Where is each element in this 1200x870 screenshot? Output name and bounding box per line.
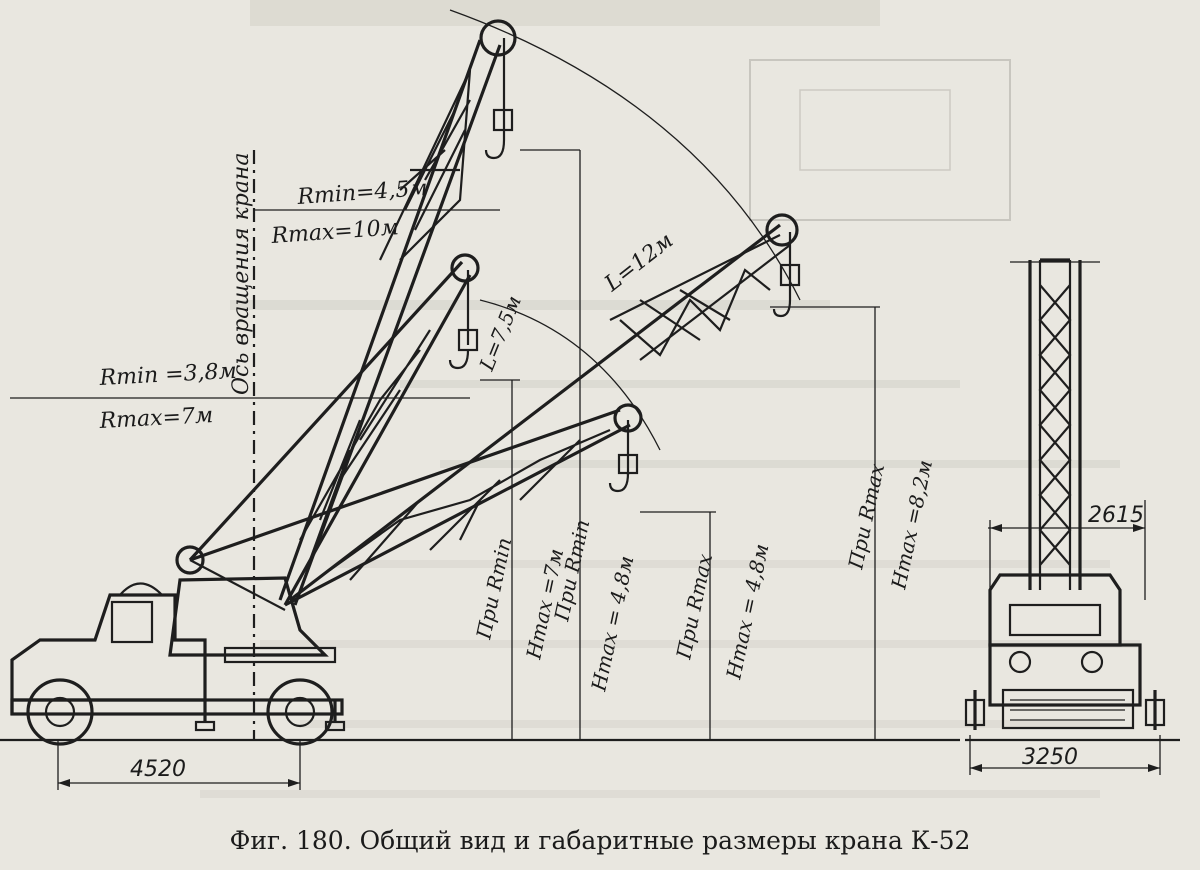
boom-mid-chord-a [188,260,464,562]
hmax-48a-label: Hmax = 4,8м [586,554,638,694]
dim-2615-label: 2615 [1088,503,1144,528]
rear-wheel [266,678,334,746]
rmax-top-label: Rmax=10м [270,215,400,249]
pri-rmax-2-label: При Rmax [843,462,889,572]
boom-low-lattice [329,428,611,581]
height-dimensions [480,149,880,740]
rear-wheel-hub [284,696,316,728]
truck-frame [10,698,344,716]
dim-3250-arrow-l [970,764,982,772]
cab-window [110,600,154,644]
front-wheel-hub [44,696,76,728]
dim-3250-group [969,735,1161,775]
boom-top-chord-a [278,39,482,601]
front-windshield [1008,603,1102,637]
front-headlight-r [1080,650,1104,674]
front-outrigger-jack-l [964,698,986,727]
pri-rmin-1-label: При Rmin [471,535,516,642]
axis-label: Ось вращения крана [229,152,254,395]
boom-far-chord-a [289,223,781,602]
boom-top-hook [484,139,506,160]
figure-caption: Фиг. 180. Общий вид и габаритные размеры… [229,826,971,855]
crane-turntable [168,576,329,657]
boom-far-hook [772,299,792,318]
front-bumper-grille [1001,688,1135,730]
boom-far-lattice [619,268,771,357]
front-grille-lines [1010,699,1125,721]
arc-long-boom [449,9,801,301]
boom-far-head [765,213,799,247]
front-mast-lattice [1038,284,1072,566]
dim-3250-label: 3250 [1022,745,1078,770]
crane-drawing: Ось вращения крана Rmin=4,5м Rmax=10м Rm… [0,0,1180,798]
dim-2615-group [988,500,1146,600]
boom-mid-lattice [299,329,431,561]
boom-top-head [479,19,517,57]
boom-mid-hook [448,349,470,370]
boom-far-chord-b [609,234,781,321]
dim-2615-arrow-l [990,524,1002,532]
boom-top-lattice [379,69,472,261]
front-wheel [26,678,94,746]
boom-mid-position [188,253,480,606]
boom-long-label: L=12м [600,228,679,297]
boom-low-chord-a [189,408,621,562]
rmin-mid-label: Rmin =3,8м [98,359,237,391]
hmax-82-label: Hmax =8,2м [886,458,937,592]
dim-4520-arrow-r [288,779,300,787]
rmax-mid-label: Rmax=7м [98,403,214,434]
front-body [988,643,1142,707]
front-outrigger-jack-r [1144,698,1166,727]
boom-low-chord-b [284,423,631,607]
outrigger-pad-1 [194,720,216,732]
dim-4520-label: 4520 [130,757,186,782]
boom-top-block [492,108,514,132]
turntable-base [223,646,337,664]
outrigger-pad-2 [324,720,346,732]
dim-4520-arrow-l [58,779,70,787]
boom-top-lattice-diag [399,99,471,231]
front-headlight-l [1008,650,1032,674]
cab-roof-dome [119,582,163,596]
boom-low-hook [608,472,630,493]
boom-mid-head [450,253,480,283]
boom-strut [189,559,286,611]
boom-far-chord-c [639,244,791,361]
crane-front-view [964,258,1166,730]
dim-2615-arrow-r [1133,524,1145,532]
dim-4520-group [57,740,301,790]
boom-far-position [289,213,801,602]
background-bleed [200,0,1140,798]
boom-low-position [189,403,643,607]
boom-far-block [779,263,801,287]
boom-mid-chord-b [283,274,472,606]
boom-pivot [175,545,205,575]
dim-3250-arrow-r [1148,764,1160,772]
arc-short-boom [479,299,661,451]
radius-dimensions [10,209,500,399]
truck-side-view [10,545,346,746]
